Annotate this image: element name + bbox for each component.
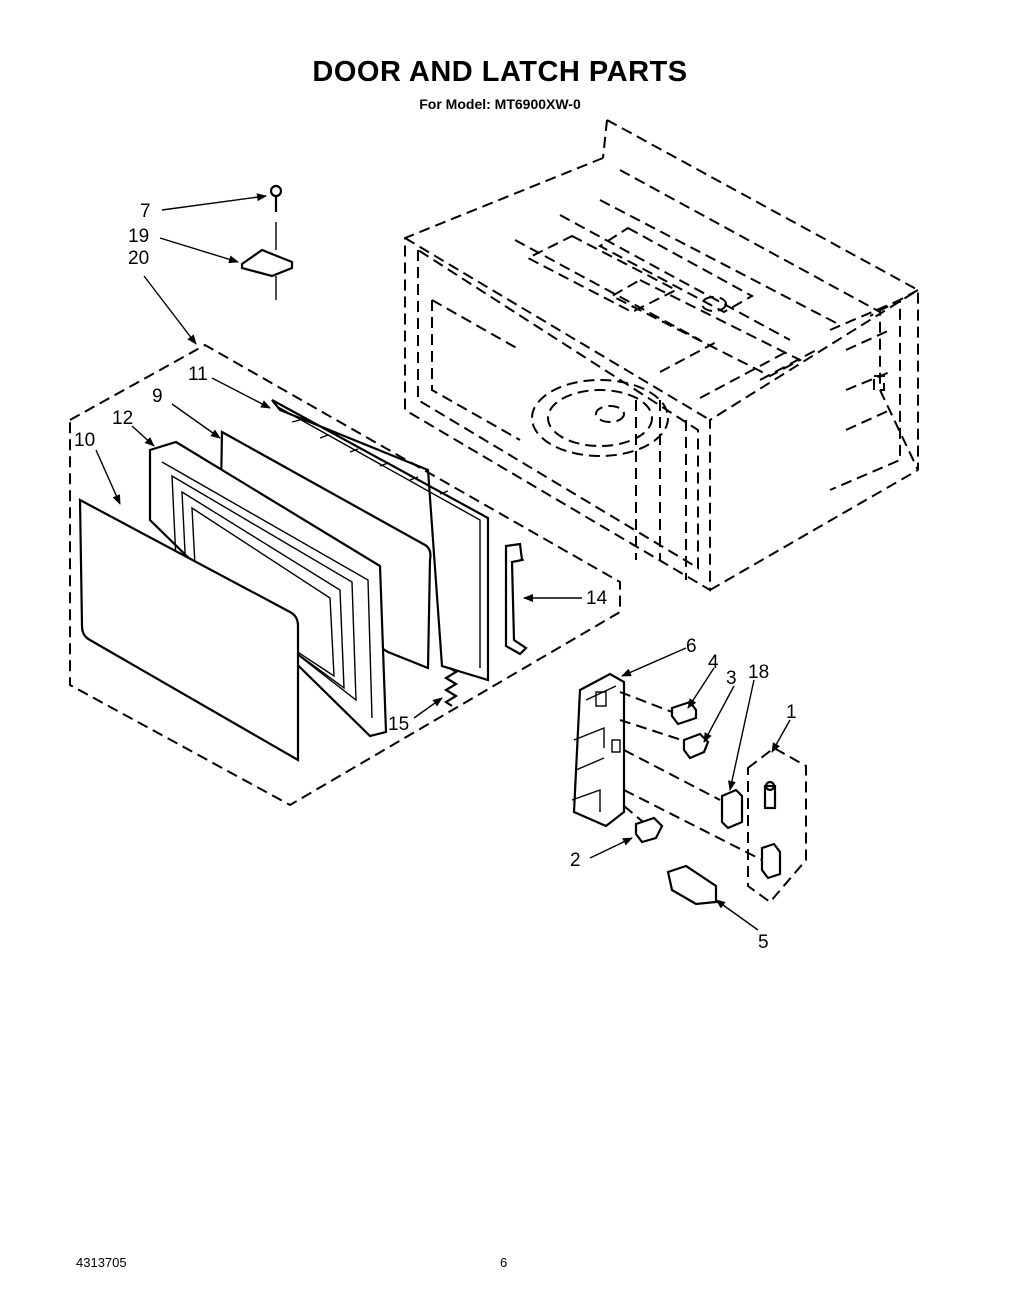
callout-20: 20: [128, 248, 149, 269]
door-front-part-10: [78, 498, 300, 762]
hinge-part-19: [240, 222, 294, 300]
callout-4: 4: [708, 652, 719, 673]
callout-2: 2: [570, 850, 581, 871]
switch-kit-part-1: [747, 746, 807, 904]
callout-1: 1: [786, 702, 797, 723]
callout-6: 6: [686, 636, 697, 657]
callout-10: 10: [74, 430, 95, 451]
cabinet-outline: [404, 119, 919, 592]
callout-3: 3: [726, 668, 737, 689]
callout-7: 7: [140, 201, 151, 222]
document-number: 4313705: [76, 1255, 127, 1270]
page-number: 6: [500, 1255, 508, 1270]
callout-11: 11: [188, 364, 208, 385]
callout-5: 5: [758, 932, 769, 953]
callout-15: 15: [388, 714, 409, 735]
latch-bracket-part-6: [571, 672, 626, 828]
callout-19: 19: [128, 226, 149, 247]
door-part-12: [148, 440, 388, 738]
switch-part-4: [670, 700, 698, 726]
screw-part-7: [269, 184, 283, 212]
page-title: DOOR AND LATCH PARTS: [312, 56, 688, 88]
callout-14: 14: [586, 588, 608, 609]
callout-leaders: [95, 193, 791, 931]
latch-hook-part-14: [504, 542, 528, 656]
switch-part-2: [634, 816, 664, 844]
callout-9: 9: [152, 386, 163, 407]
callout-12: 12: [112, 408, 133, 429]
switch-guide-lines: [619, 691, 763, 861]
callout-18: 18: [748, 662, 769, 683]
door-frame-part-11: [271, 399, 490, 682]
spring-part-15: [443, 667, 459, 707]
door-assembly-box: [69, 343, 621, 807]
model-subtitle: For Model: MT6900XW-0: [419, 96, 581, 112]
switch-part-3: [682, 732, 710, 760]
switch-part-18: [720, 788, 744, 830]
bracket-part-5: [666, 864, 718, 906]
